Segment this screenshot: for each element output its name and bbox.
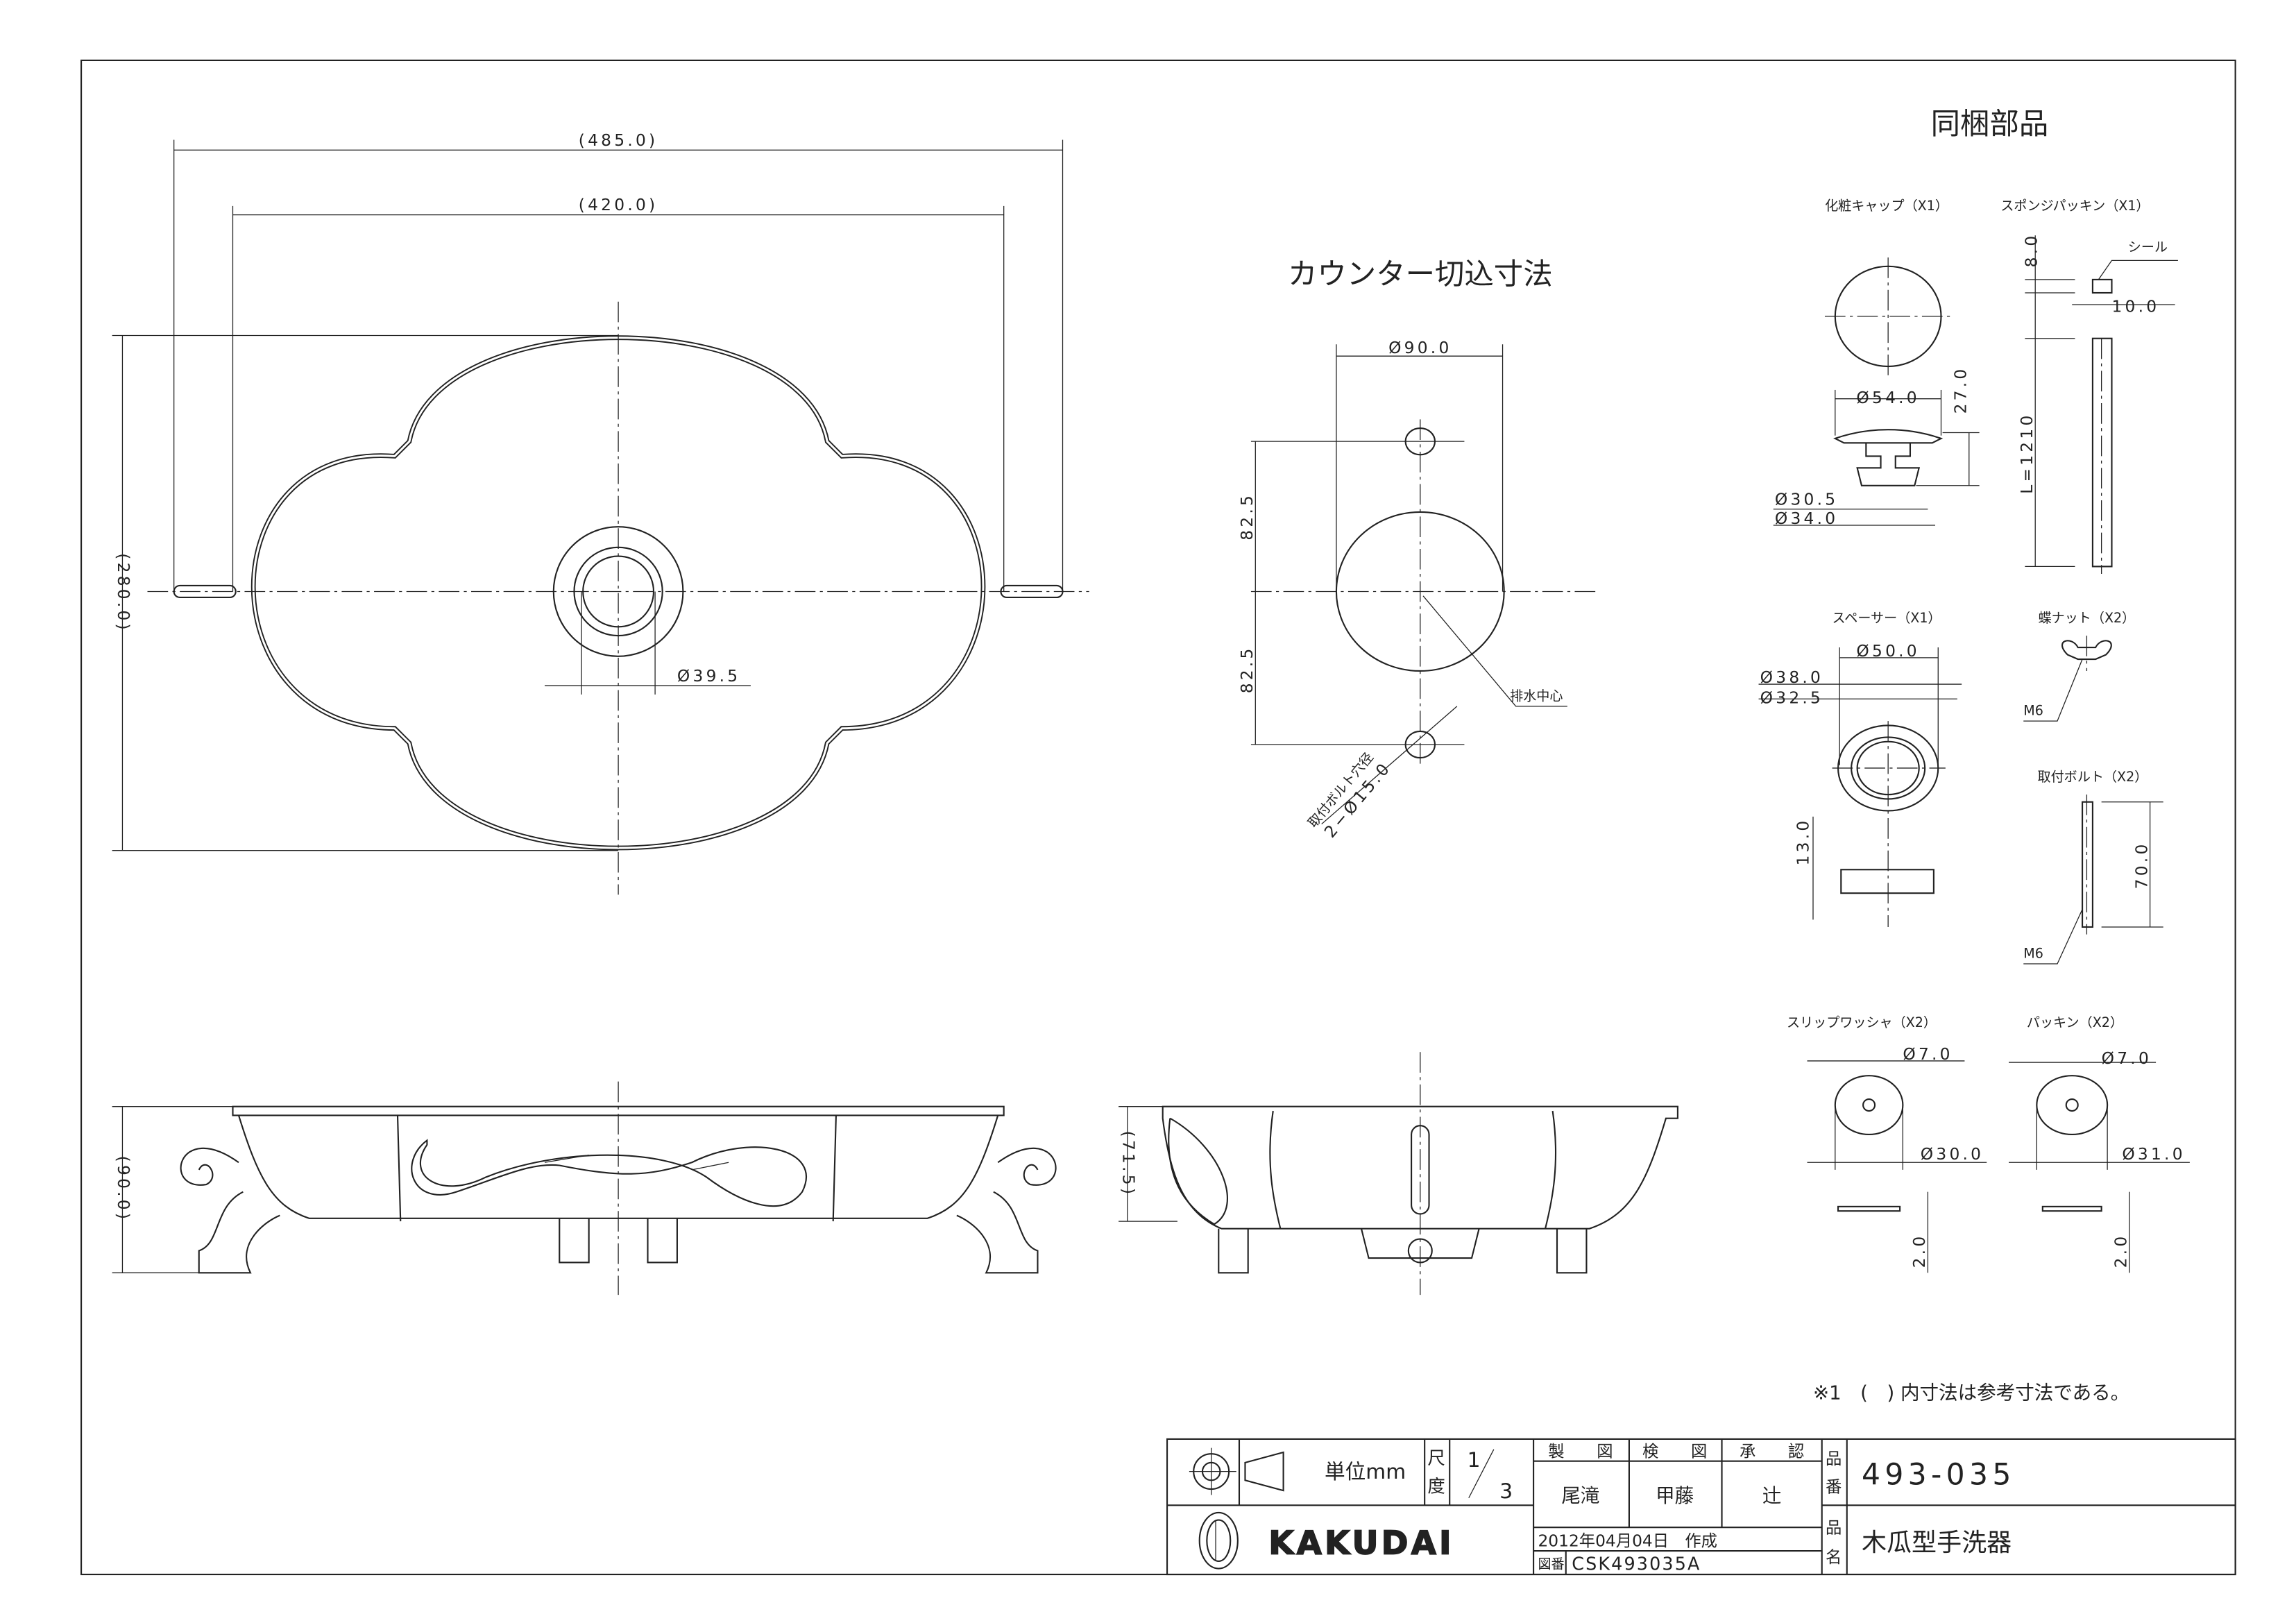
svg-text:承 認: 承 認 [1740,1442,1804,1461]
svg-text:Ø54.0: Ø54.0 [1856,389,1919,407]
scale-den: 3 [1499,1479,1513,1503]
dim-depth: (280.0) [114,553,133,633]
part-slip-washer: スリップワッシャ（X2） Ø7.0 Ø30.0 2.0 [1787,1015,1987,1273]
cutout-title: カウンター切込寸法 [1288,257,1553,291]
dim-lower: 82.5 [1238,645,1257,693]
svg-text:2.0: 2.0 [1910,1234,1929,1268]
dim-drain: Ø39.5 [677,667,740,686]
part-cap: 化粧キャップ（X1） Ø54.0 27.0 Ø30.5 Ø34.0 [1773,198,1980,528]
svg-text:Ø31.0: Ø31.0 [2122,1145,2185,1164]
third-angle-projection-icon [1189,1447,1284,1495]
drafter: 尾滝 [1561,1485,1599,1507]
drain-center-label: 排水中心 [1510,688,1563,704]
svg-text:取付ボルト（X2）: 取付ボルト（X2） [2038,770,2148,785]
svg-text:13.0: 13.0 [1794,818,1813,866]
dim-cutout-dia: Ø90.0 [1388,339,1452,357]
svg-text:スリップワッシャ（X2）: スリップワッシャ（X2） [1787,1015,1937,1030]
svg-text:パッキン（X2）: パッキン（X2） [2027,1015,2123,1030]
sheet-border [80,59,2236,1576]
title-block: 単位mm 尺 度 1 3 KAKUDAI 製 図 検 図 承 認 尾滝 甲藤 辻… [1166,1438,2236,1576]
svg-text:27.0: 27.0 [1952,366,1971,414]
svg-text:シール: シール [2128,240,2168,255]
svg-text:蝶ナット（X2）: 蝶ナット（X2） [2039,611,2136,626]
svg-text:Ø30.0: Ø30.0 [1921,1145,1984,1164]
svg-text:Ø7.0: Ø7.0 [1903,1045,1953,1064]
svg-text:10.0: 10.0 [2111,298,2159,316]
scale-num: 1 [1468,1447,1481,1472]
kakudai-logo: KAKUDAI [1198,1511,1454,1570]
svg-text:Ø38.0: Ø38.0 [1760,668,1823,687]
dragon-relief [411,1139,807,1207]
svg-text:名: 名 [1826,1548,1842,1567]
svg-text:検 図: 検 図 [1642,1442,1707,1461]
reference-note: ※1 ( ) 内寸法は参考寸法である。 [1813,1382,2129,1404]
svg-text:Ø7.0: Ø7.0 [2102,1049,2152,1068]
dim-front-height: (90.0) [114,1156,133,1223]
dim-side-height: (71.5) [1119,1131,1137,1198]
svg-text:KAKUDAI: KAKUDAI [1268,1524,1454,1562]
svg-text:番: 番 [1826,1477,1842,1496]
part-packing: パッキン（X2） Ø7.0 Ø31.0 2.0 [2009,1015,2190,1273]
checker: 甲藤 [1656,1485,1694,1507]
part-spacer: スペーサー（X1） Ø50.0 Ø38.0 Ø32.5 13.0 [1758,611,1962,927]
svg-text:製 図: 製 図 [1548,1442,1613,1461]
svg-text:品: 品 [1826,1519,1842,1538]
svg-text:尺: 尺 [1427,1447,1445,1468]
part-sponge-packing: スポンジパッキン（X1） 8.0 シール 10.0 L=1210 [2000,198,2178,575]
product-name: 木瓜型手洗器 [1862,1529,2012,1557]
svg-text:L=1210: L=1210 [2018,412,2036,493]
svg-text:Ø30.5: Ø30.5 [1775,490,1838,509]
svg-text:度: 度 [1427,1475,1445,1496]
parts-title: 同梱部品 [1931,108,2049,142]
dim-inner-width: (420.0) [579,196,658,214]
dim-overall-width: (485.0) [579,131,658,150]
svg-text:品: 品 [1826,1450,1842,1468]
svg-text:Ø32.5: Ø32.5 [1760,689,1823,708]
dim-upper: 82.5 [1238,493,1257,541]
svg-text:M6: M6 [2023,704,2043,719]
part-bolt: 取付ボルト（X2） 70.0 M6 [2023,770,2163,965]
svg-text:スポンジパッキン（X1）: スポンジパッキン（X1） [2000,198,2149,214]
part-wing-nut: 蝶ナット（X2） M6 [2023,611,2136,722]
drawing-number: CSK493035A [1572,1554,1701,1574]
svg-text:M6: M6 [2023,946,2043,961]
included-parts: 同梱部品 化粧キャップ（X1） Ø54.0 27.0 Ø30.5 Ø34.0 ス… [1758,108,2190,1273]
side-view: (71.5) [1119,1052,1678,1295]
product-number: 493-035 [1862,1459,2016,1493]
svg-text:スペーサー（X1）: スペーサー（X1） [1832,611,1941,626]
front-view: (90.0) [112,1081,1057,1295]
svg-text:Ø50.0: Ø50.0 [1856,642,1919,661]
svg-text:図番: 図番 [1538,1557,1564,1572]
svg-text:Ø34.0: Ø34.0 [1775,509,1838,528]
date: 2012年04月04日 作成 [1538,1532,1717,1551]
unit: 単位mm [1325,1459,1406,1484]
svg-text:8.0: 8.0 [2022,233,2041,268]
svg-text:70.0: 70.0 [2132,841,2151,889]
svg-text:2.0: 2.0 [2112,1234,2131,1268]
top-view: (485.0) (420.0) (280.0) Ø39.5 [112,131,1089,895]
svg-text:化粧キャップ（X1）: 化粧キャップ（X1） [1825,198,1948,214]
approver: 辻 [1762,1485,1782,1507]
